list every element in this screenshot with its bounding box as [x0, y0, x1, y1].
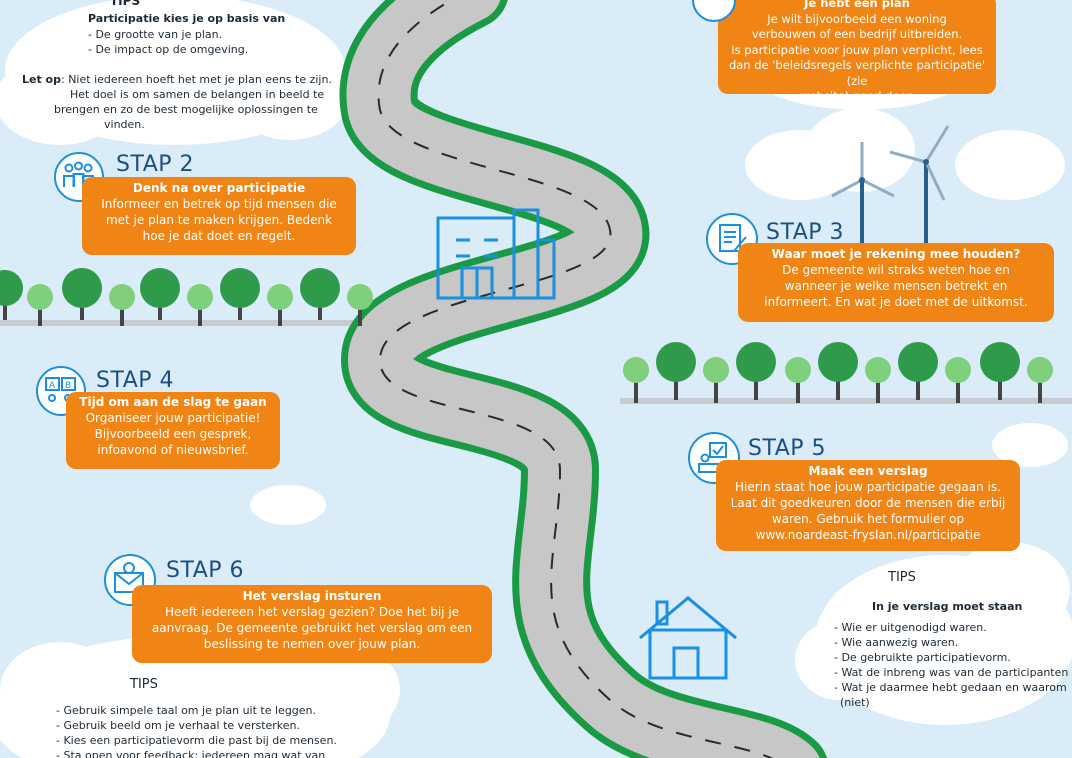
step5-line: waren. Gebruik het formulier op	[771, 512, 965, 526]
let-op-label: Let op	[22, 73, 61, 86]
step3-line: De gemeente wil straks weten hoe en	[782, 263, 1010, 277]
step5-line: Hierin staat hoe jouw participatie gegaa…	[735, 480, 1001, 494]
plan-box: Je hebt een plan Je wilt bijvoorbeeld ee…	[718, 0, 996, 103]
step2-line: Informeer en betrek op tijd mensen die	[101, 197, 337, 211]
step4-line: Bijvoorbeeld een gesprek,	[94, 427, 252, 441]
document-pen-icon	[706, 213, 758, 265]
step5-line: Laat dit goedkeuren door de mensen die e…	[730, 496, 1006, 510]
step2-box: Denk na over participatie Informeer en b…	[82, 177, 356, 255]
step3-title: Waar moet je rekening mee houden?	[771, 247, 1021, 261]
step2-label: STAP 2	[116, 152, 195, 177]
step6-line: beslissing te nemen over jouw plan.	[203, 637, 421, 651]
step6-label: STAP 6	[166, 558, 245, 583]
plan-box-line: Je wilt bijvoorbeeld een woning	[767, 11, 947, 26]
plan-box-line: Is participatie voor jouw plan verplicht…	[731, 42, 983, 57]
tips-right-bullet: - Wie er uitgenodigd waren.	[834, 621, 987, 634]
tips-left-bullet: - Kies een participatievorm die past bij…	[56, 734, 337, 747]
plan-box-line: verbouwen of een bedrijf uitbreiden.	[751, 27, 963, 41]
plan-box-line: dan de 'beleidsregels verplichte partici…	[728, 58, 986, 88]
tips-right-bullet: - De gebruikte participatievorm.	[834, 651, 1011, 664]
trees-right	[623, 342, 1053, 403]
step2-line: hoe je dat doet en regelt.	[142, 229, 296, 243]
tips-right-title: TIPS	[888, 570, 916, 585]
tips-left-bullet: - Gebruik simpele taal om je plan uit te…	[56, 704, 317, 717]
step6-line: Heeft iedereen het verslag gezien? Doe h…	[164, 605, 460, 619]
office-building-icon	[436, 208, 556, 300]
let-op-line: brengen en zo de best mogelijke oplossin…	[54, 103, 318, 116]
let-op-line: vinden.	[104, 118, 145, 131]
chat-ab-icon: A B	[36, 366, 86, 416]
top-left-bullet: - De impact op de omgeving.	[88, 43, 249, 56]
step5-title: Maak een verslag	[808, 464, 928, 478]
top-left-bullet: - De grootte van je plan.	[88, 28, 223, 41]
step4-label: STAP 4	[96, 368, 175, 393]
report-person-icon	[688, 432, 740, 484]
step5-line: www.noardeast-fryslan.nl/participatie	[755, 528, 981, 542]
step2-line: met je plan te maken krijgen. Bedenk	[105, 213, 333, 227]
step6-box: Het verslag insturen Heeft iedereen het …	[132, 585, 492, 663]
tips-right-subtitle: In je verslag moet staan	[872, 600, 1023, 613]
step3-label: STAP 3	[766, 220, 845, 245]
house-icon	[639, 596, 737, 680]
step6-title: Het verslag insturen	[242, 589, 382, 603]
step4-line: infoavond of nieuwsbrief.	[97, 443, 249, 457]
step3-line: informeert. En wat je doet met de uitkom…	[764, 295, 1028, 309]
tips-right-bullet: - Wat je daarmee hebt gedaan en waarom	[834, 681, 1067, 694]
tips-left-bullet: - Gebruik beeld om je verhaal te verster…	[56, 719, 301, 732]
document-pen-icon-svg	[719, 224, 747, 252]
step4-box: Tijd om aan de slag te gaan Organiseer j…	[66, 392, 280, 469]
tips-right-bullet: - Wie aanwezig waren.	[834, 636, 959, 649]
top-left-tips-fragment: TIPS	[110, 0, 141, 8]
tips-right-bullet: - Wat de inbreng was van de participante…	[834, 666, 1069, 679]
top-left-heading: Participatie kies je op basis van	[88, 12, 286, 25]
let-op-line: Het doel is om samen de belangen in beel…	[70, 88, 325, 101]
step6-line: aanvraag. De gemeente gebruikt het versl…	[151, 621, 473, 635]
let-op-line: : Niet iedereen hoeft het met je plan ee…	[61, 73, 332, 86]
tips-left-title: TIPS	[130, 677, 158, 692]
let-op-note: Let op: Niet iedereen hoeft het met je p…	[22, 73, 332, 87]
step5-box: Maak een verslag Hierin staat hoe jouw p…	[716, 460, 1020, 551]
winding-road	[339, 0, 827, 758]
step4-line: Organiseer jouw participatie!	[85, 411, 261, 425]
tips-right-bullet: (niet)	[840, 696, 870, 709]
step3-box: Waar moet je rekening mee houden? De gem…	[738, 243, 1054, 322]
step3-line: wanneer je welke mensen betrekt en	[784, 279, 1008, 293]
step2-title: Denk na over participatie	[132, 181, 306, 195]
envelope-at-icon-svg	[114, 562, 144, 593]
svg-text:A: A	[49, 381, 56, 391]
svg-text:B: B	[65, 381, 71, 391]
plan-box-line: website) goed door.	[800, 89, 914, 103]
tips-left-bullet: - Sta open voor feedback: iedereen mag w…	[56, 749, 326, 758]
step4-title: Tijd om aan de slag te gaan	[79, 395, 267, 409]
step5-label: STAP 5	[748, 436, 827, 461]
trees-left	[0, 268, 373, 326]
plan-box-title: Je hebt een plan	[804, 0, 910, 10]
